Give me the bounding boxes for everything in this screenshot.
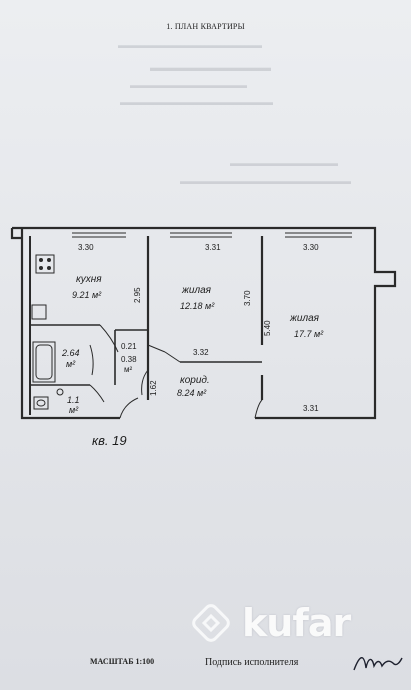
toilet-icon	[33, 396, 49, 410]
living1-depth-label: 3.70	[243, 290, 252, 306]
corridor-dim1-label: 3.32	[193, 348, 209, 357]
kitchen-name: кухня	[76, 274, 102, 285]
kufar-watermark: kufar	[188, 600, 351, 646]
corridor-area: 8.24 м²	[177, 388, 207, 398]
kufar-logo-text: kufar	[242, 601, 351, 645]
living2-depth-label: 5.40	[263, 320, 272, 336]
scale-label: МАСШТАБ 1:100	[90, 657, 155, 666]
bathtub-icon	[32, 341, 56, 383]
washbasin-icon	[56, 388, 64, 396]
toilet-unit: м²	[69, 405, 79, 415]
kufar-logo-icon	[192, 604, 230, 642]
corridor-dim3-label: 3.31	[303, 404, 319, 413]
closet-area: 0.38	[121, 355, 137, 364]
page-title: 1. ПЛАН КВАРТИРЫ	[166, 22, 245, 31]
signature-label: Подпись исполнителя	[205, 657, 299, 668]
closet-dim-label: 0.21	[121, 342, 137, 351]
kitchen-area: 9.21 м²	[72, 290, 102, 300]
bath-unit: м²	[66, 359, 76, 369]
living2-width-label: 3.30	[303, 243, 319, 252]
apartment-label: кв. 19	[92, 433, 127, 448]
handwritten-signature-icon	[353, 657, 403, 671]
living1-name: жилая	[182, 285, 211, 296]
living1-area: 12.18 м²	[180, 301, 215, 311]
corridor-name: корид.	[180, 375, 210, 386]
kitchen-depth-label: 2.95	[133, 287, 142, 303]
living1-width-label: 3.31	[205, 243, 221, 252]
stove-icon	[35, 254, 55, 274]
kitchen-width-label: 3.30	[78, 243, 94, 252]
closet-unit: м²	[124, 365, 133, 374]
bath-area: 2.64	[62, 348, 80, 358]
toilet-area: 1.1	[67, 395, 80, 405]
living2-area: 17.7 м²	[294, 329, 324, 339]
living2-name: жилая	[290, 313, 319, 324]
sink-icon	[31, 304, 47, 320]
corridor-dim2-label: 1.62	[149, 380, 158, 396]
